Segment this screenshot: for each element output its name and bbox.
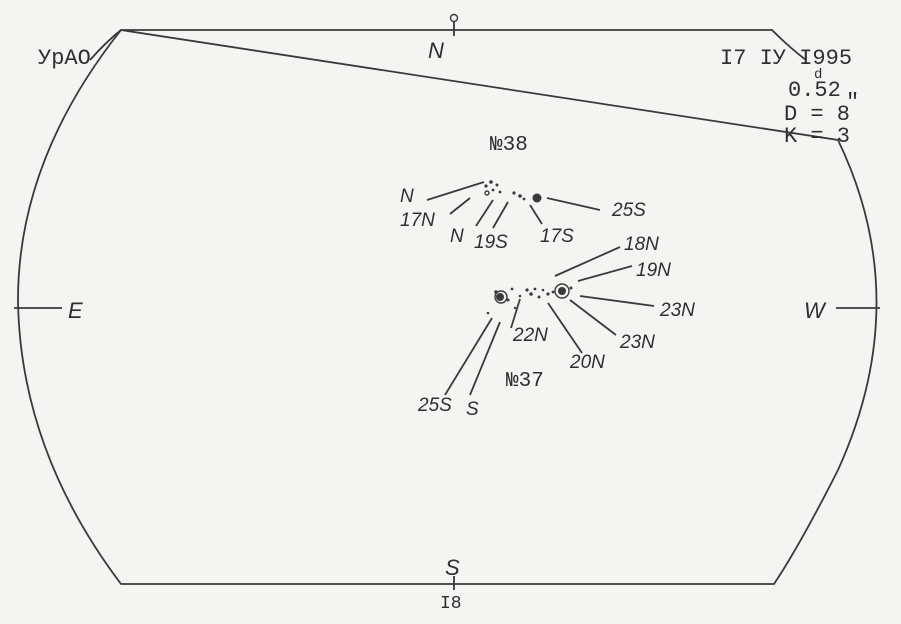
- g38-label-19s: 19S: [474, 232, 508, 253]
- west-label: W: [804, 298, 827, 323]
- group-38-pointers: [426, 181, 601, 229]
- g37-label-19n: 19N: [636, 260, 671, 281]
- g38-label-17s: 17S: [540, 226, 574, 247]
- disk-outline-top-left: [89, 29, 122, 61]
- g37-label-22n: 22N: [512, 325, 548, 346]
- north-pole-mark: [449, 13, 459, 23]
- diameter-unit: ": [846, 90, 859, 115]
- south-label: S: [445, 555, 460, 580]
- group-37-pointers: [444, 246, 655, 396]
- g37-label-s: S: [466, 399, 479, 420]
- g37-label-23n-lower: 23N: [619, 332, 655, 353]
- time-label: 0.52: [788, 78, 841, 103]
- g37-label-25s: 25S: [417, 395, 452, 416]
- east-label: E: [68, 298, 83, 323]
- group-37-title: №37: [506, 370, 544, 393]
- group-37-spots: [486, 283, 573, 315]
- k-index-label: K = 3: [784, 124, 850, 149]
- page-number: I8: [440, 594, 462, 614]
- g37-label-23n-upper: 23N: [659, 300, 695, 321]
- g38-label-n-upper: N: [400, 186, 414, 207]
- g38-label-n-lower: N: [450, 226, 464, 247]
- g38-label-25s: 25S: [611, 200, 646, 221]
- g38-label-17n: 17N: [400, 210, 435, 231]
- g37-label-20n: 20N: [569, 352, 605, 373]
- time-unit: d: [814, 67, 822, 83]
- disk-outline: [17, 29, 878, 585]
- north-label: N: [428, 38, 444, 63]
- group-38-spots: [484, 180, 542, 203]
- date-label: I7 IУ I995: [720, 46, 852, 71]
- observatory-label: УрАО: [38, 46, 91, 71]
- g37-label-18n: 18N: [624, 234, 659, 255]
- diameter-label: D = 8: [784, 102, 850, 127]
- group-38-title: №38: [490, 134, 528, 157]
